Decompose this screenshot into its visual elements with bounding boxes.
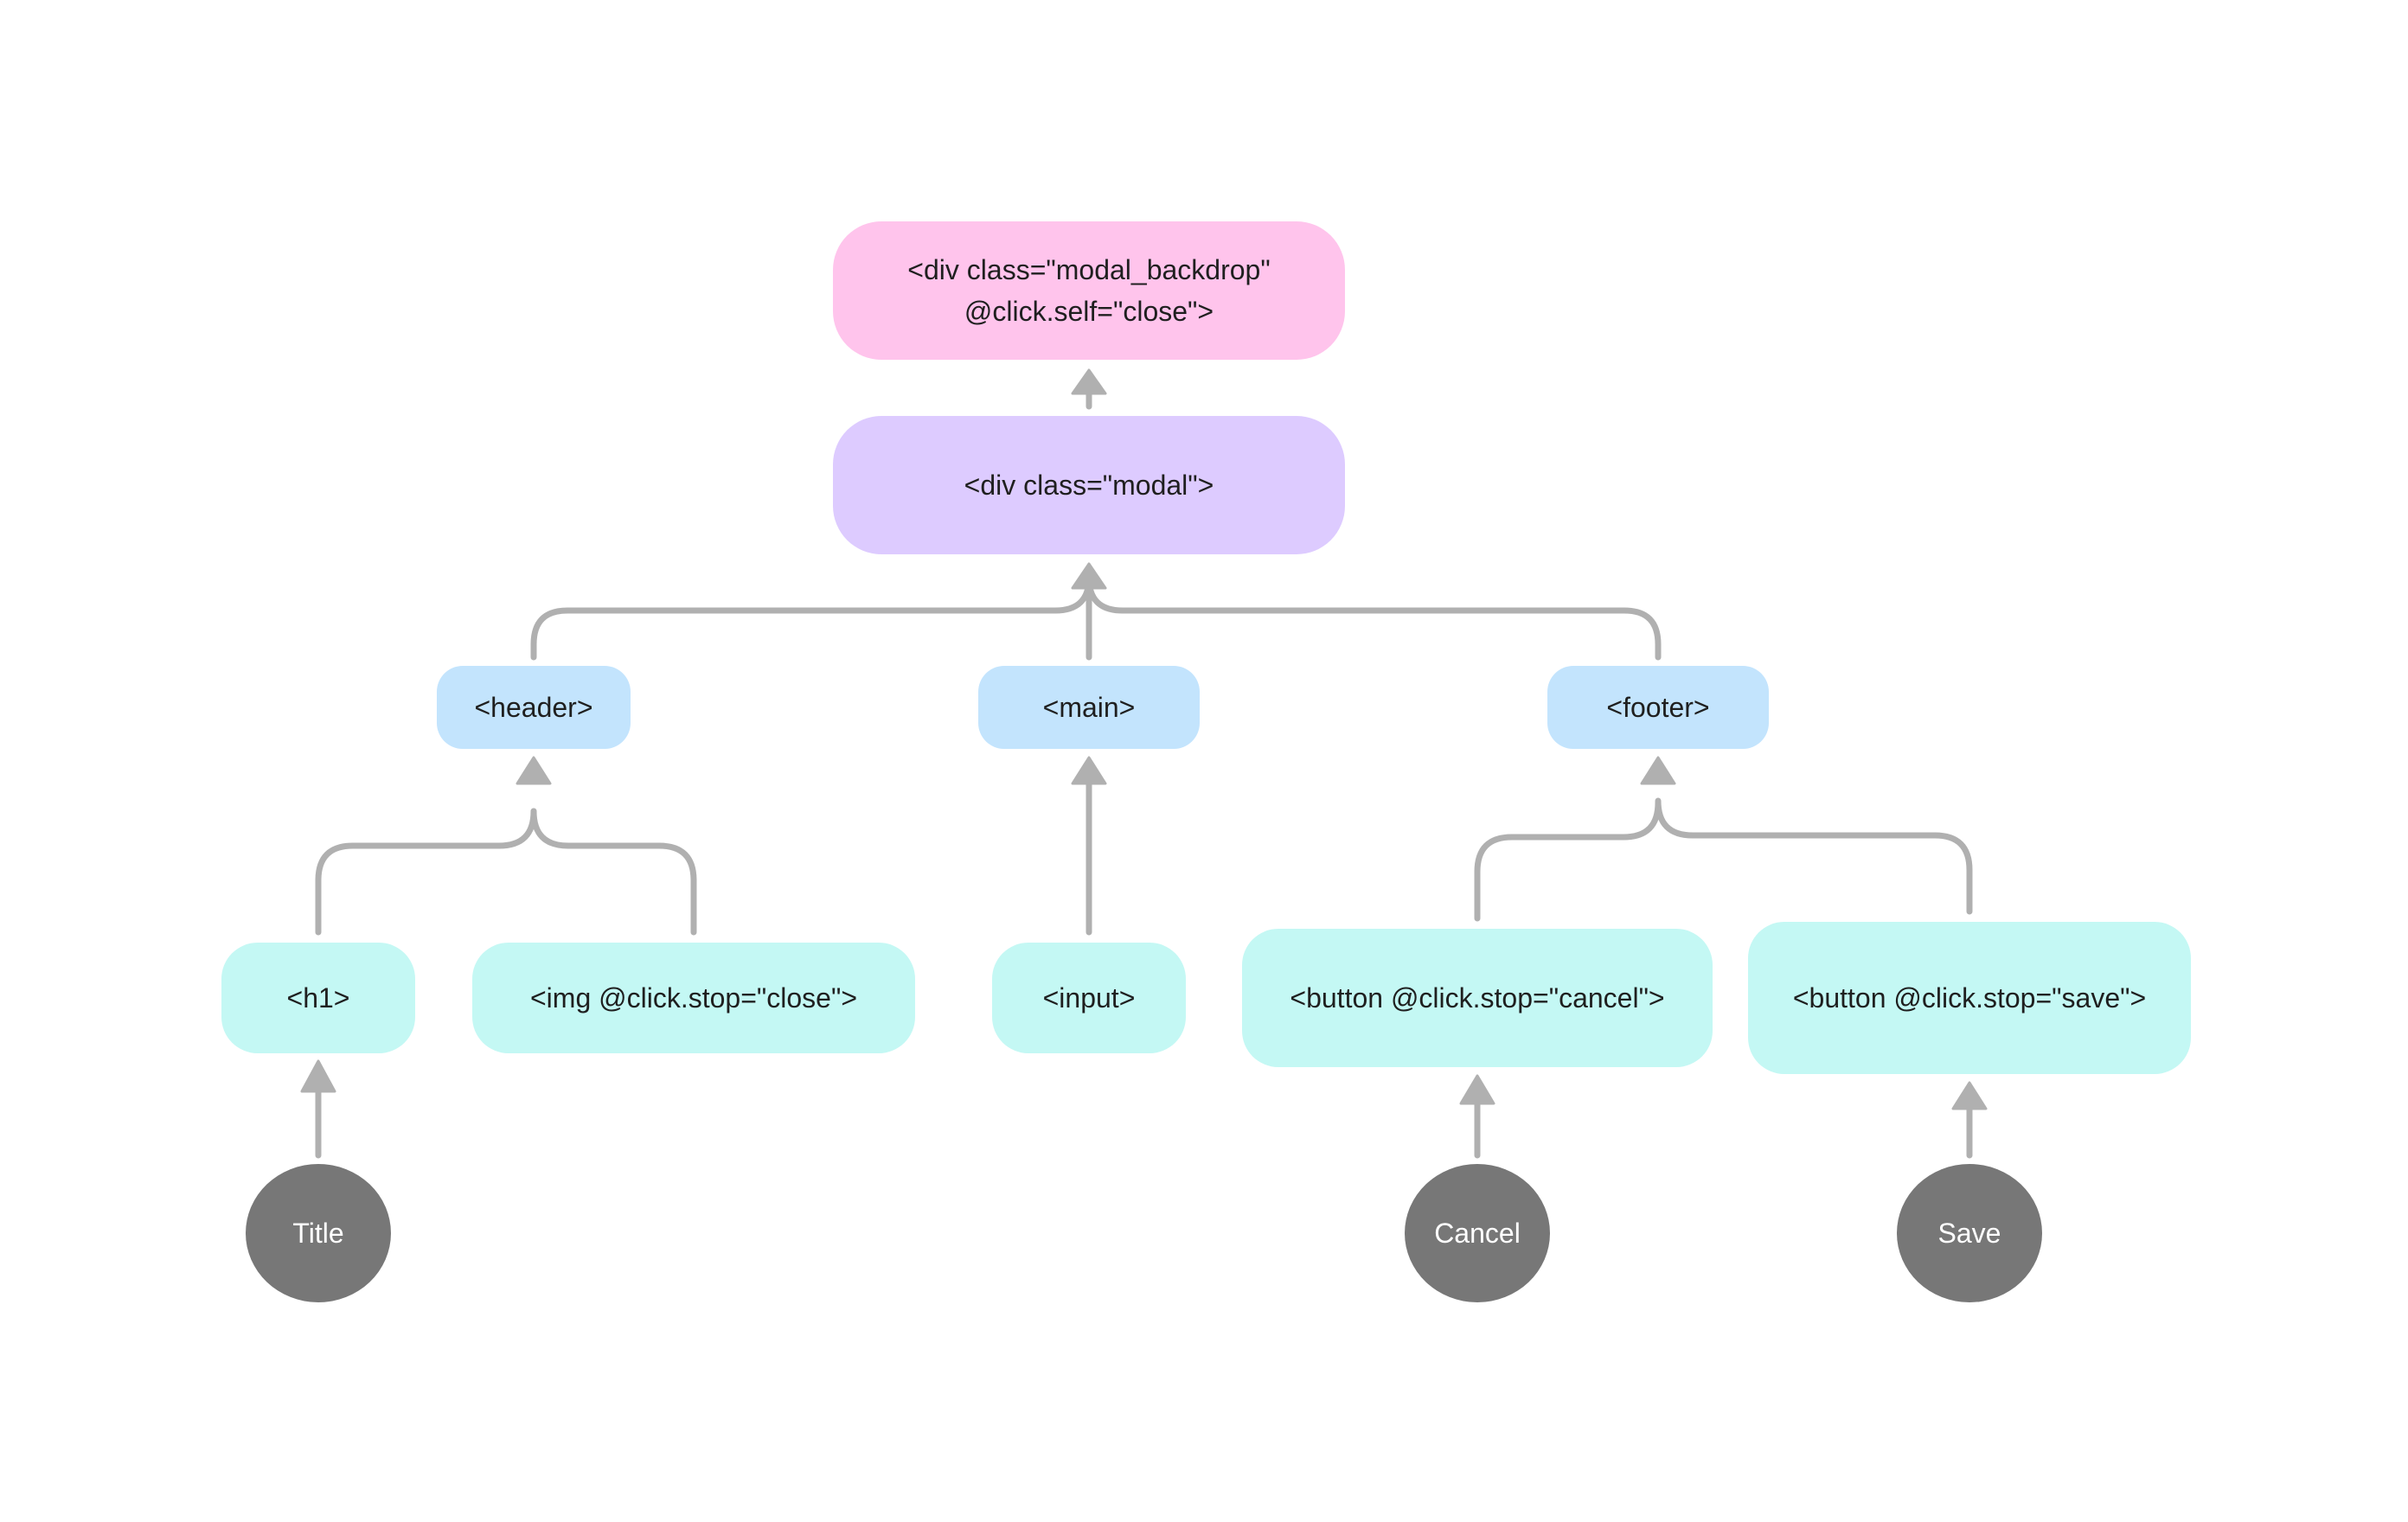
node-modal-backdrop-line1: <div class="modal_backdrop" xyxy=(907,254,1271,285)
node-header-label: <header> xyxy=(474,692,593,723)
node-text-save: Save xyxy=(1897,1164,2042,1302)
node-modal-label: <div class="modal"> xyxy=(964,470,1214,501)
node-header: <header> xyxy=(437,666,631,749)
arrowhead-h1 xyxy=(300,1059,336,1093)
node-img: <img @click.stop="close"> xyxy=(472,943,915,1053)
arrowhead-modal xyxy=(1071,562,1107,590)
node-button-cancel-label: <button @click.stop="cancel"> xyxy=(1290,982,1665,1014)
node-main-label: <main> xyxy=(1042,692,1136,723)
node-button-cancel: <button @click.stop="cancel"> xyxy=(1242,929,1713,1067)
node-input-label: <input> xyxy=(1042,982,1136,1014)
node-text-cancel: Cancel xyxy=(1405,1164,1550,1302)
arrowhead-main xyxy=(1071,756,1107,785)
node-modal-backdrop-line2: @click.self="close"> xyxy=(964,296,1214,327)
arrowhead-backdrop xyxy=(1071,368,1107,395)
edge-header-to-modal xyxy=(530,574,1092,661)
arrowhead-header xyxy=(516,756,552,785)
arrowhead-cancel-button xyxy=(1459,1074,1495,1105)
node-text-save-label: Save xyxy=(1937,1218,2001,1249)
node-h1-label: <h1> xyxy=(286,982,350,1014)
edge-img-to-header xyxy=(530,808,697,936)
edge-cancel-button-to-footer xyxy=(1474,799,1662,922)
node-img-label: <img @click.stop="close"> xyxy=(529,982,857,1014)
node-modal: <div class="modal"> xyxy=(833,416,1345,554)
node-h1: <h1> xyxy=(221,943,415,1053)
node-input: <input> xyxy=(992,943,1186,1053)
node-text-title: Title xyxy=(246,1164,391,1302)
node-button-save: <button @click.stop="save"> xyxy=(1748,922,2191,1074)
node-modal-backdrop: <div class="modal_backdrop" @click.self=… xyxy=(833,221,1345,360)
node-main: <main> xyxy=(978,666,1200,749)
node-footer: <footer> xyxy=(1547,666,1769,749)
edge-h1-to-header xyxy=(315,808,537,936)
node-footer-label: <footer> xyxy=(1606,692,1710,723)
arrowhead-save-button xyxy=(1951,1081,1988,1110)
arrowhead-footer xyxy=(1640,756,1676,785)
node-text-cancel-label: Cancel xyxy=(1434,1218,1521,1249)
edge-save-button-to-footer xyxy=(1655,797,1973,915)
edge-footer-to-modal xyxy=(1086,574,1662,661)
node-button-save-label: <button @click.stop="save"> xyxy=(1792,982,2147,1014)
node-text-title-label: Title xyxy=(292,1218,344,1249)
